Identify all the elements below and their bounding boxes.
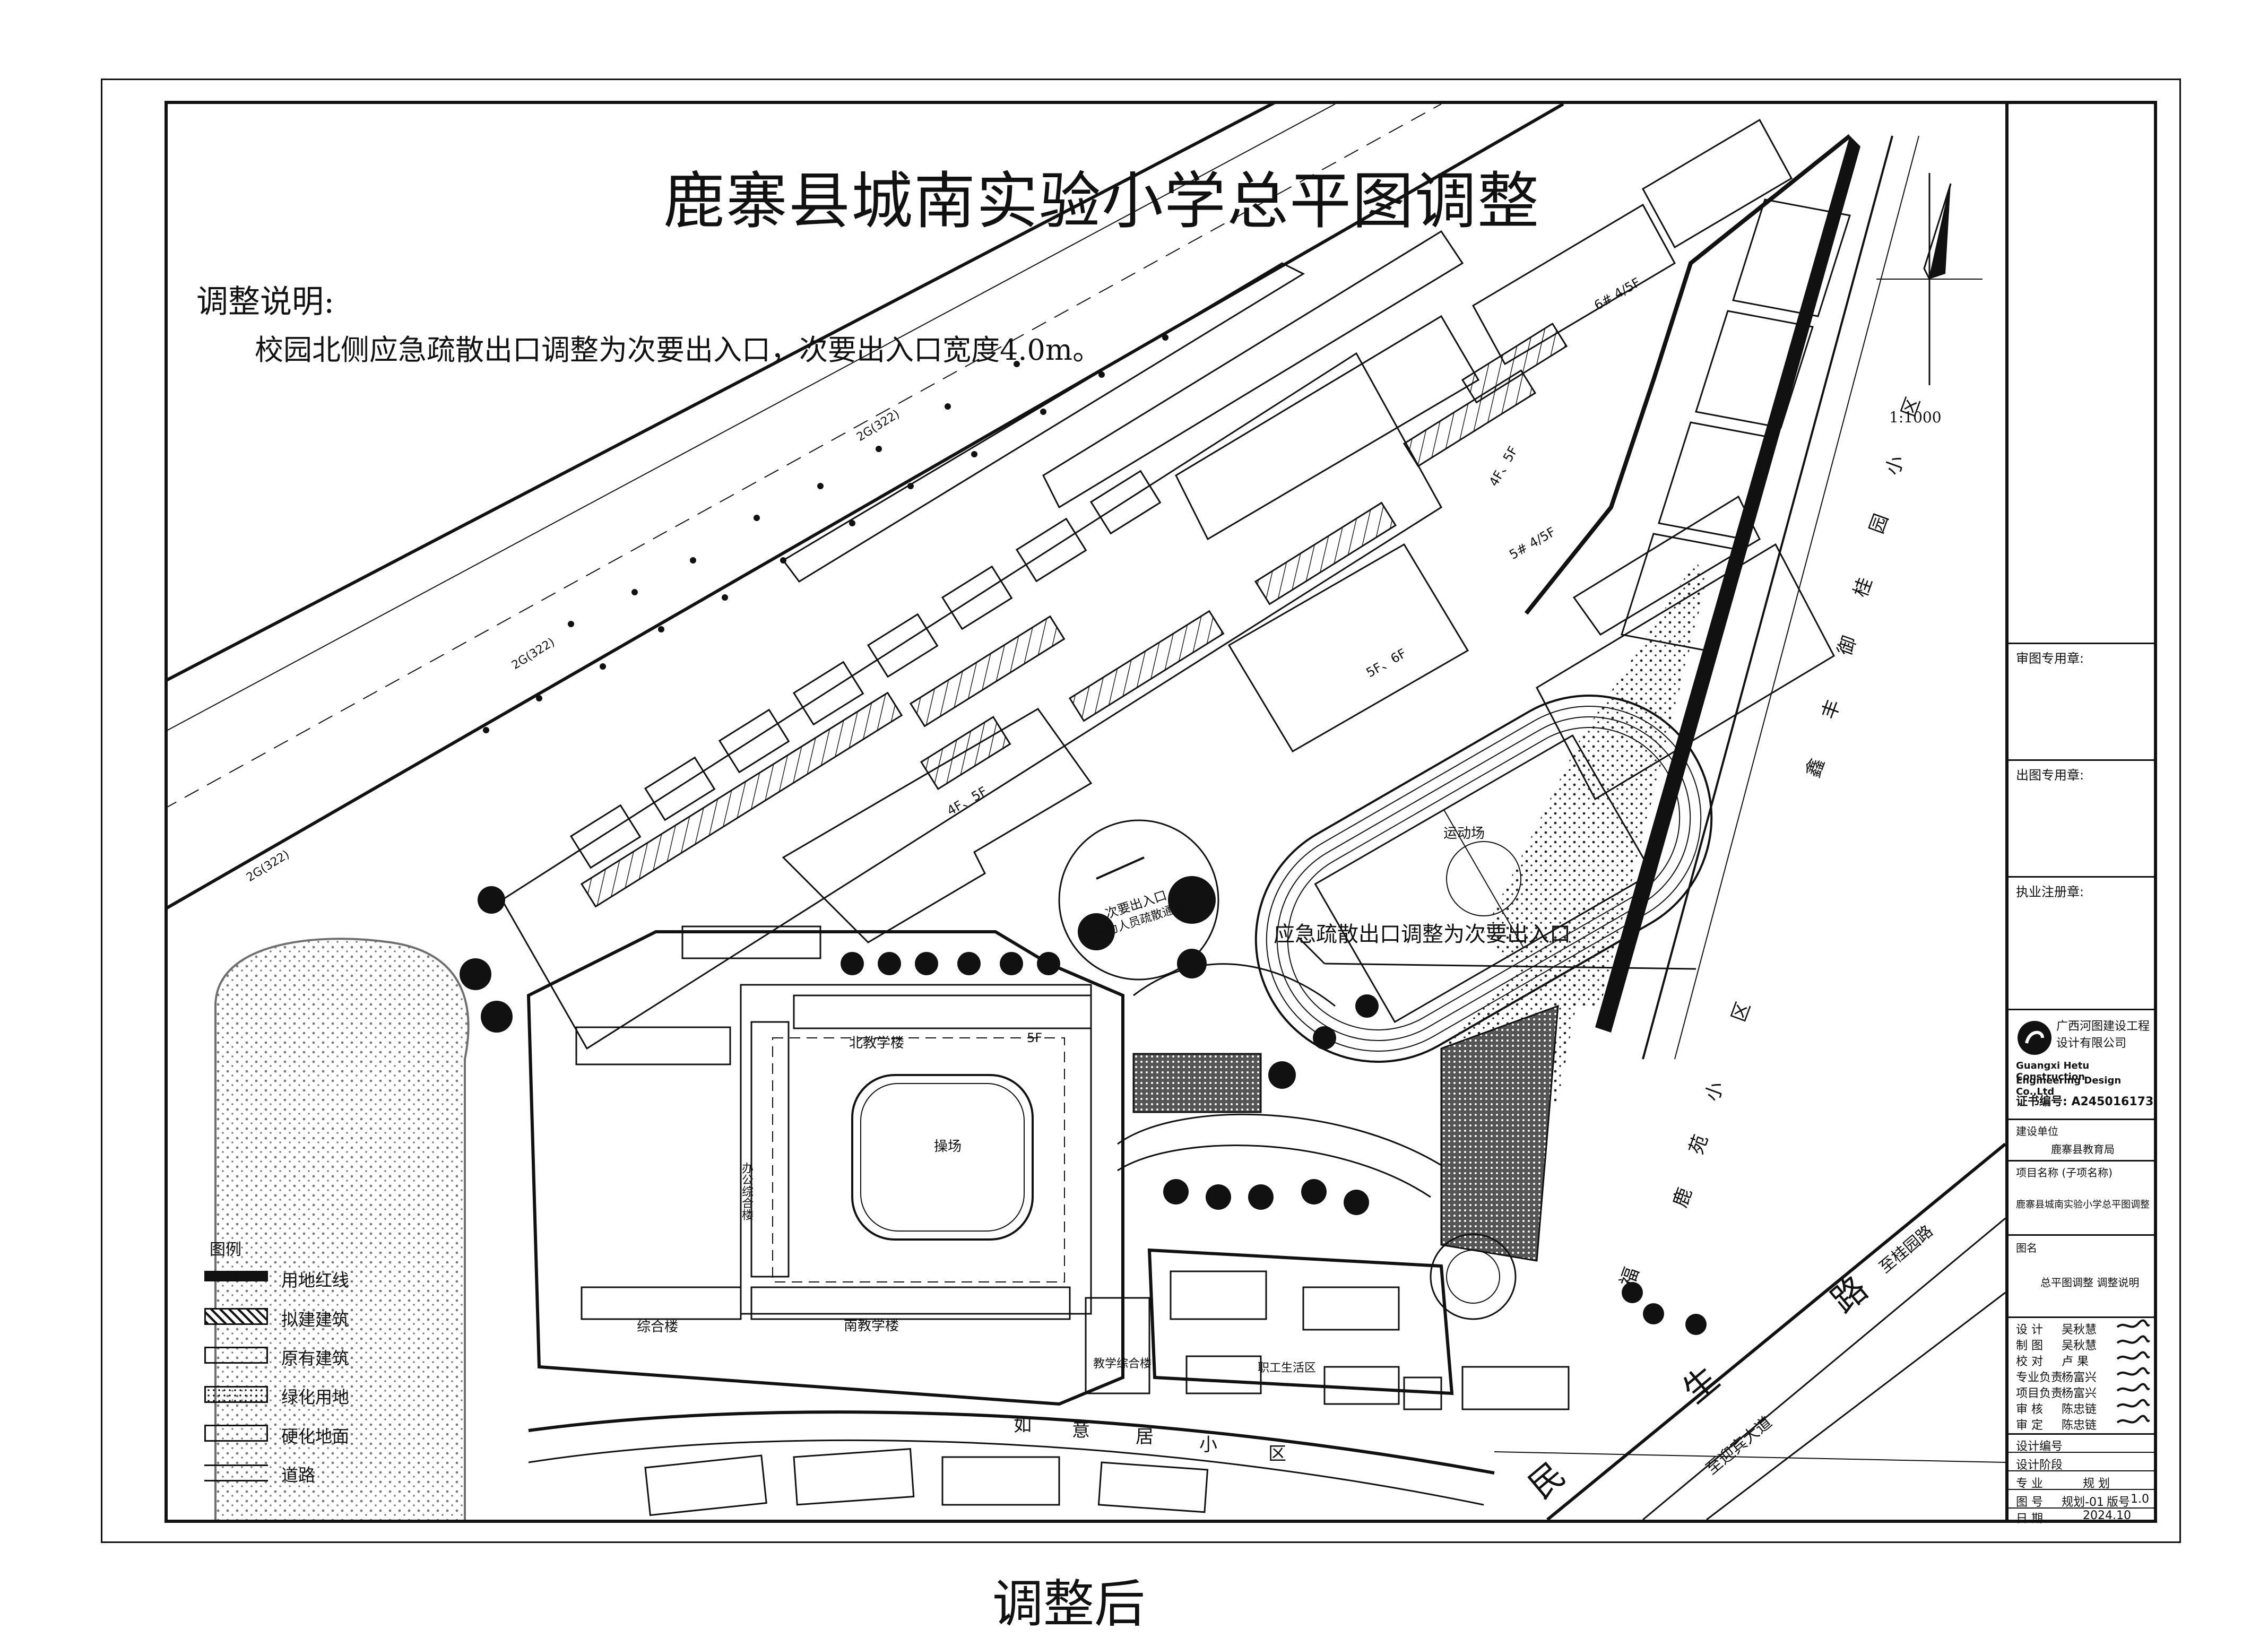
legend-swatch-boundary xyxy=(204,1271,268,1281)
staff-area-label: 职工生活区 xyxy=(1258,1362,1317,1375)
staff-role-4: 专业负责 xyxy=(2016,1371,2063,1384)
review-stamp-label: 审图专用章: xyxy=(2016,651,2084,666)
company-name-cn-1: 广西河图建设工程 xyxy=(2056,1020,2150,1033)
playground-label: 操场 xyxy=(934,1139,962,1155)
issue-stamp-label: 出图专用章: xyxy=(2016,768,2084,783)
client-value: 鹿寨县教育局 xyxy=(2051,1143,2115,1156)
staff-name-4: 杨富兴 xyxy=(2062,1371,2097,1384)
company-logo-icon xyxy=(2018,1021,2051,1055)
discipline-value: 规 划 xyxy=(2083,1477,2110,1490)
staff-name-1: 吴秋慧 xyxy=(2062,1323,2097,1337)
date-label: 日 期 xyxy=(2016,1512,2043,1526)
map-title: 鹿寨县城南实验小学总平图调整 xyxy=(663,166,1540,237)
signature-column xyxy=(2116,1319,2150,1424)
legend-item-boundary: 用地红线 xyxy=(281,1270,350,1290)
drawing-name-label: 图名 xyxy=(2016,1242,2037,1254)
staff-name-7: 陈忠链 xyxy=(2062,1419,2097,1432)
staff-role-3: 校 对 xyxy=(2016,1355,2043,1368)
version-value: 1.0 xyxy=(2131,1493,2149,1506)
version-label: 版号 xyxy=(2107,1496,2131,1509)
staff-role-1: 设 计 xyxy=(2016,1323,2043,1337)
legend-item-green: 绿化用地 xyxy=(281,1387,350,1407)
legend-title: 图例 xyxy=(210,1241,241,1259)
caption-after-adjustment: 调整后 xyxy=(992,1574,1145,1634)
complex-building-label: 综合楼 xyxy=(637,1319,679,1335)
date-value: 2024.10 xyxy=(2083,1509,2131,1522)
company-name-en-2: Engineering Design Co.,Ltd xyxy=(2016,1075,2122,1097)
staff-role-2: 制 图 xyxy=(2016,1339,2043,1353)
south-teaching-label: 南教学楼 xyxy=(844,1318,899,1334)
legend-item-paved: 硬化地面 xyxy=(281,1426,350,1446)
legend-item-proposed: 拟建建筑 xyxy=(281,1310,350,1330)
company-name-cn-2: 设计有限公司 xyxy=(2056,1037,2127,1050)
project-value: 鹿寨县城南实验小学总平图调整 xyxy=(2016,1199,2150,1210)
staff-role-7: 审 定 xyxy=(2016,1419,2043,1432)
adjustment-note-body: 校园北侧应急疏散出口调整为次要出入口，次要出入口宽度4.0m。 xyxy=(255,333,1102,367)
ruyi-char-2: 意 xyxy=(1072,1420,1090,1441)
practice-stamp-label: 执业注册章: xyxy=(2016,885,2084,899)
design-no-label: 设计编号 xyxy=(2016,1440,2063,1453)
site-plan-map xyxy=(168,104,2005,1520)
legend-item-existing: 原有建筑 xyxy=(281,1348,350,1368)
certificate-number: 证书编号: A245016173 xyxy=(2016,1095,2154,1108)
client-label: 建设单位 xyxy=(2016,1125,2058,1138)
drawing-no-value: 规划-01 xyxy=(2062,1496,2104,1509)
legend-item-road: 道路 xyxy=(281,1465,316,1485)
staff-name-6: 陈忠链 xyxy=(2062,1403,2097,1416)
title-block: 审图专用章: 出图专用章: 执业注册章: 广西河图建设工程 设计有限公司 Gua… xyxy=(2009,101,2157,1526)
staff-name-3: 卢 果 xyxy=(2062,1355,2089,1368)
staff-name-2: 吴秋慧 xyxy=(2062,1339,2097,1353)
staff-name-5: 杨富兴 xyxy=(2062,1387,2097,1400)
discipline-label: 专 业 xyxy=(2016,1477,2043,1490)
exit-adjustment-callout: 应急疏散出口调整为次要出入口 xyxy=(1274,922,1571,947)
floor-5f-label: 5F xyxy=(1027,1030,1043,1045)
north-teaching-label: 北教学楼 xyxy=(849,1035,905,1051)
drawing-no-label: 图 号 xyxy=(2016,1496,2043,1509)
staff-role-5: 项目负责 xyxy=(2016,1387,2063,1400)
design-stage-label: 设计阶段 xyxy=(2016,1459,2063,1472)
scale-label: 1:1000 xyxy=(1889,409,1942,426)
ruyi-char-3: 居 xyxy=(1136,1426,1154,1448)
legend-swatch-paved xyxy=(204,1425,268,1442)
legend-swatch-existing xyxy=(204,1347,268,1364)
legend-swatch-green xyxy=(204,1386,268,1403)
staff-role-6: 审 核 xyxy=(2016,1403,2043,1416)
project-label: 项目名称 (子项名称) xyxy=(2016,1166,2113,1179)
ruyi-char-4: 小 xyxy=(1199,1434,1217,1455)
legend-swatch-road xyxy=(204,1464,268,1481)
ruyi-char-1: 如 xyxy=(1014,1415,1032,1436)
drawing-name-value: 总平图调整 调整说明 xyxy=(2040,1276,2140,1289)
sports-field-label: 运动场 xyxy=(1443,826,1485,842)
adjustment-note-heading: 调整说明: xyxy=(196,283,335,320)
ruyi-char-5: 区 xyxy=(1268,1443,1286,1464)
page-frame xyxy=(101,79,2181,1543)
legend-swatch-proposed xyxy=(204,1308,268,1325)
company-name-en-1: Guangxi Hetu Construction xyxy=(2016,1060,2090,1082)
teaching-complex-label: 教学综合楼 xyxy=(1093,1357,1152,1371)
drawing-frame xyxy=(165,101,2009,1523)
admin-complex-label: 办公综合楼 xyxy=(740,1162,753,1220)
